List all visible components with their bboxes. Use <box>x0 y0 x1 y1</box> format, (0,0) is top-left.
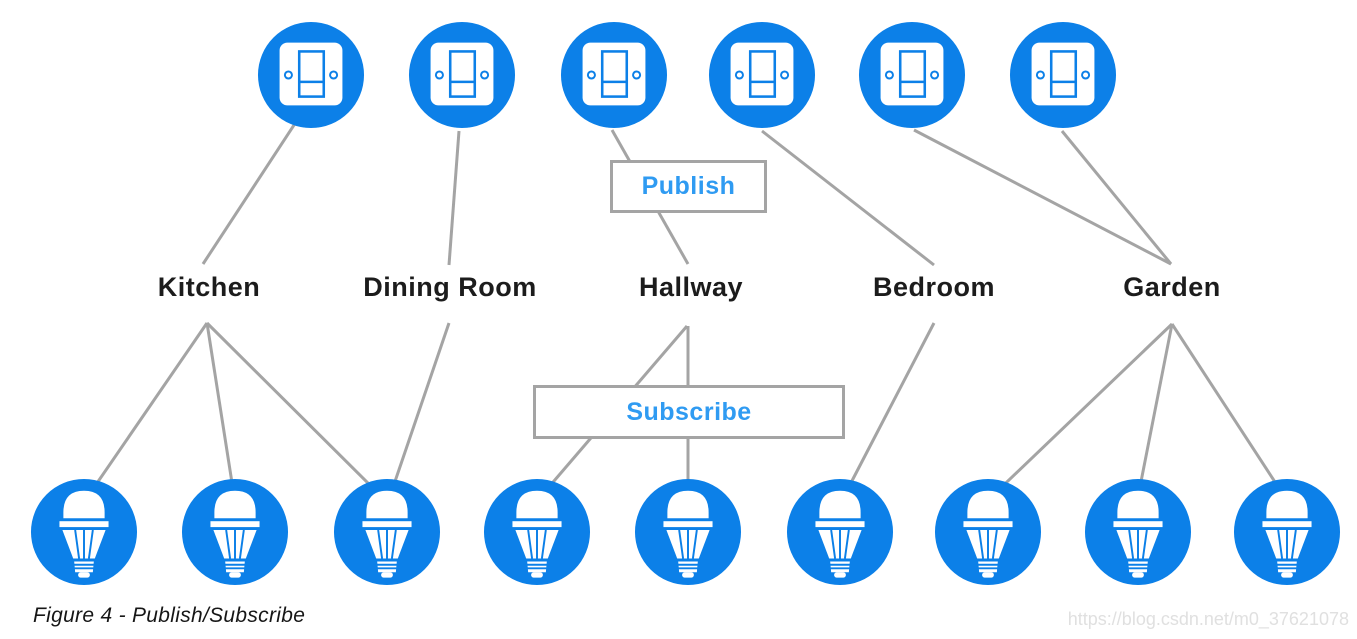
light-bulb-icon-bulb-7 <box>934 478 1042 586</box>
figure-caption: Figure 4 - Publish/Subscribe <box>33 604 306 627</box>
light-switch-icon-switch-4 <box>708 21 816 129</box>
connection-kitchen-to-bulb-3 <box>205 321 389 504</box>
light-switch-icon-switch-6 <box>1009 21 1117 129</box>
connection-garden-to-bulb-7 <box>984 322 1174 504</box>
connection-dining-room-to-bulb-3 <box>386 322 451 503</box>
connection-switch-2-to-dining-room <box>447 130 461 266</box>
connection-switch-1-to-kitchen <box>201 121 298 265</box>
room-label-garden: Garden <box>1123 272 1221 302</box>
subscribe-box: Subscribe <box>533 385 845 439</box>
connection-bedroom-to-bulb-6 <box>839 322 936 503</box>
room-label-kitchen: Kitchen <box>157 272 261 302</box>
room-label-bedroom: Bedroom <box>872 272 996 302</box>
light-bulb-icon-bulb-2 <box>181 478 289 586</box>
light-bulb-icon-bulb-5 <box>634 478 742 586</box>
light-switch-icon-switch-2 <box>408 21 516 129</box>
light-bulb-icon-bulb-1 <box>30 478 138 586</box>
light-bulb-icon-bulb-6 <box>786 478 894 586</box>
room-label-hallway: Hallway <box>638 272 744 302</box>
light-bulb-icon-bulb-3 <box>333 478 441 586</box>
connection-garden-to-bulb-9 <box>1170 323 1290 503</box>
light-bulb-icon-bulb-4 <box>483 478 591 586</box>
light-switch-icon-switch-3 <box>560 21 668 129</box>
light-bulb-icon-bulb-8 <box>1084 478 1192 586</box>
subscribe-label: Subscribe <box>626 397 752 426</box>
connection-kitchen-to-bulb-2 <box>205 322 237 503</box>
light-switch-icon-switch-1 <box>257 21 365 129</box>
watermark-url: https://blog.csdn.net/m0_37621078 <box>1067 609 1349 629</box>
connection-kitchen-to-bulb-1 <box>82 322 209 503</box>
connection-switch-5-to-garden <box>913 128 1172 266</box>
connection-switch-6-to-garden <box>1060 130 1173 265</box>
connection-switch-4-to-bedroom <box>761 129 935 267</box>
light-bulb-icon-bulb-9 <box>1233 478 1341 586</box>
publish-label: Publish <box>641 172 736 200</box>
publish-box: Publish <box>610 160 767 213</box>
room-label-dining-room: Dining Room <box>363 272 537 302</box>
light-switch-icon-switch-5 <box>858 21 966 129</box>
connection-garden-to-bulb-8 <box>1135 323 1174 503</box>
